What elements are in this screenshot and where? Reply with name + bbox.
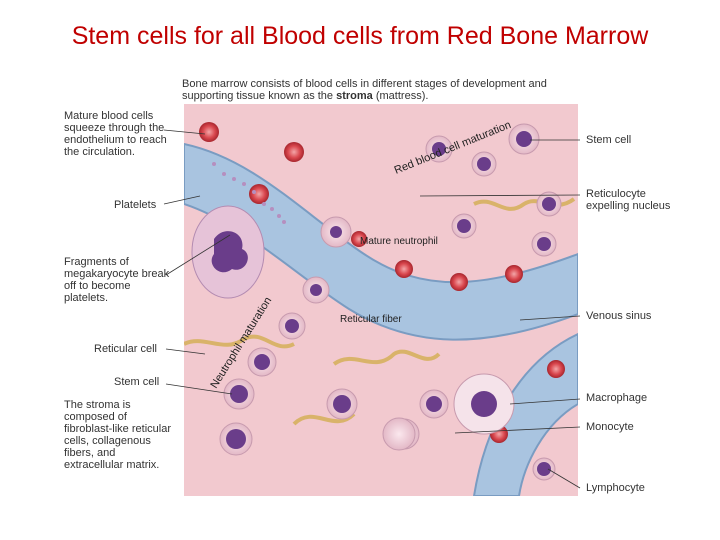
red-blood-cell xyxy=(284,142,304,162)
nucleus xyxy=(457,219,471,233)
nucleus xyxy=(537,237,551,251)
platelets-label: Platelets xyxy=(114,199,157,211)
top-caption: Bone marrow consists of blood cells in d… xyxy=(182,78,582,102)
slide-title: Stem cells for all Blood cells from Red … xyxy=(71,22,649,50)
nucleus xyxy=(330,226,342,238)
red-blood-cell xyxy=(450,273,468,291)
venous-sinus xyxy=(184,142,578,341)
platelet-fragments xyxy=(212,162,286,224)
venous-sinus-label: Venous sinus xyxy=(586,310,652,322)
top-caption-bold: stroma xyxy=(336,90,373,102)
nucleus xyxy=(542,197,556,211)
stem-cell-right-label: Stem cell xyxy=(586,134,632,146)
red-blood-cell xyxy=(199,122,219,142)
red-blood-cell xyxy=(395,260,413,278)
mature-blood-cells-label: Mature blood cells squeeze through the e… xyxy=(64,110,167,158)
reticular-fiber-label: Reticular fiber xyxy=(340,314,402,325)
reticulocyte-label: Reticulocyte expelling nucleus xyxy=(586,188,671,212)
reticular-cell xyxy=(332,349,441,366)
reticular-cell xyxy=(292,412,356,426)
reticular-cell-label: Reticular cell xyxy=(94,343,157,355)
nucleus xyxy=(310,284,322,296)
nucleus xyxy=(230,385,248,403)
nucleus xyxy=(426,396,442,412)
nucleus xyxy=(285,319,299,333)
top-caption-start: Bone marrow consists of blood cells in d… xyxy=(182,78,547,102)
reticular-cell xyxy=(184,334,295,349)
megakaryocyte-label: Fragments of megakaryocyte break off to … xyxy=(64,256,170,304)
mature-neutrophil-label: Mature neutrophil xyxy=(360,236,438,247)
lymphocyte-label: Lymphocyte xyxy=(586,482,645,494)
red-blood-cell xyxy=(505,265,523,283)
monocyte-label: Monocyte xyxy=(586,421,634,433)
red-blood-cell xyxy=(249,184,269,204)
nucleus xyxy=(226,429,246,449)
monocyte xyxy=(382,417,416,451)
nucleus xyxy=(516,131,532,147)
top-caption-end: (mattress). xyxy=(375,90,429,102)
stem-cell-left-label: Stem cell xyxy=(114,376,160,388)
nucleus xyxy=(333,395,351,413)
nucleus xyxy=(471,391,497,417)
nucleus xyxy=(254,354,270,370)
bone-marrow-illustration: Red blood cell maturation Mature neutrop… xyxy=(184,104,578,496)
macrophage-label: Macrophage xyxy=(586,392,648,404)
nucleus xyxy=(537,462,551,476)
nucleus xyxy=(477,157,491,171)
red-blood-cell xyxy=(547,360,565,378)
nucleus xyxy=(432,142,446,156)
stroma-note-label: The stroma is composed of fibroblast-lik… xyxy=(64,399,171,471)
red-blood-cell xyxy=(351,231,367,247)
